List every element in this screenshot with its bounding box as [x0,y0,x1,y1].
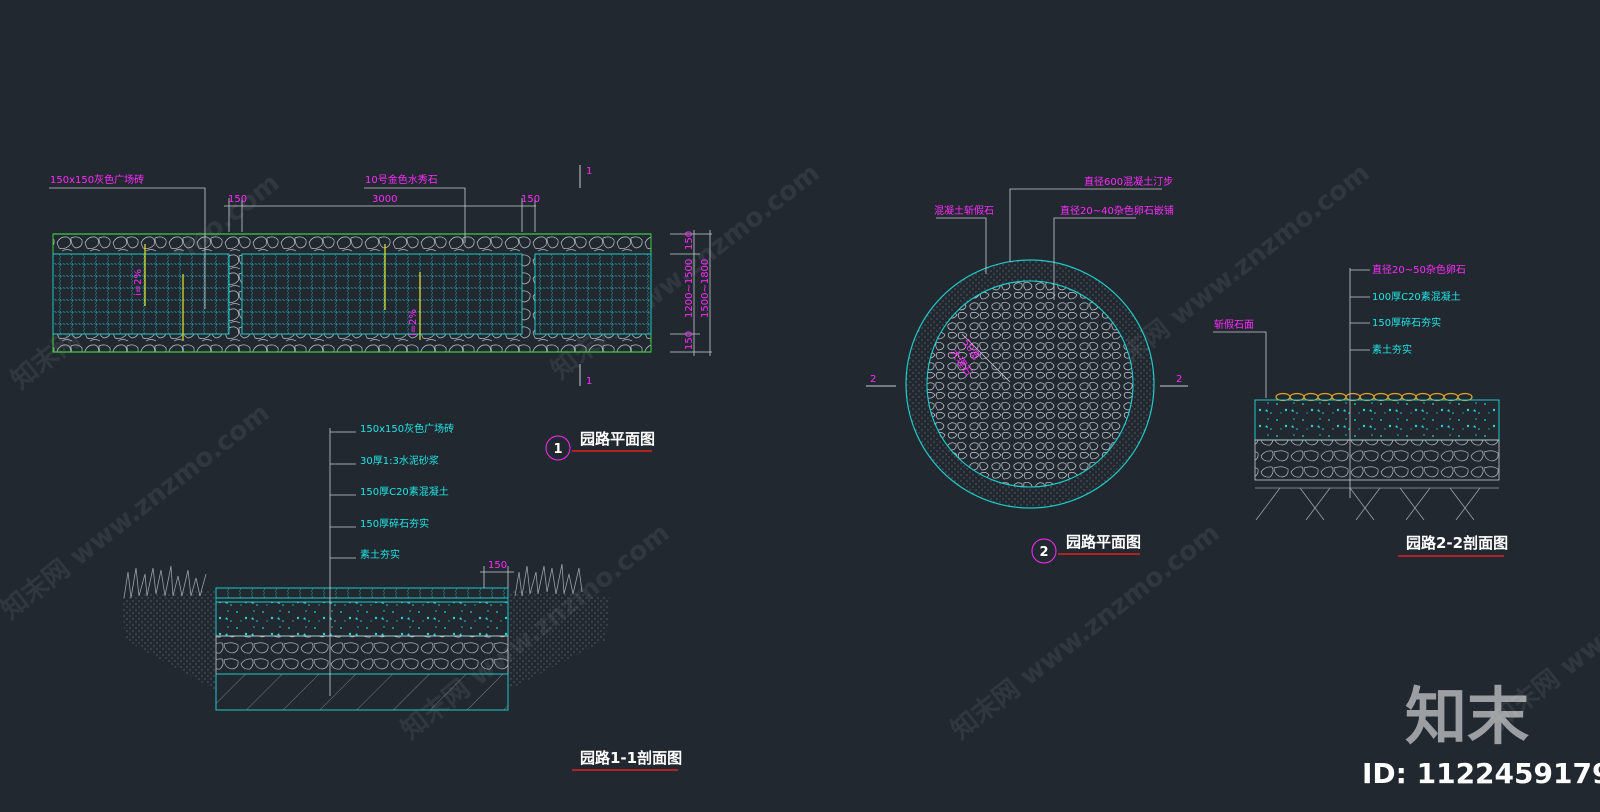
dimension-top [224,198,536,232]
ground-left [122,590,216,690]
layer-label: 素土夯实 [1372,343,1412,356]
layer-tile [215,587,509,599]
layer-gravel [1254,439,1500,481]
title-number: 1 [553,442,562,457]
callout-faux: 混凝土斩假石 [934,204,994,217]
callout-tile: 150x150灰色广场砖 [50,173,144,186]
ground-right [508,590,610,690]
title-number-circle [545,435,571,461]
layer-concrete [1254,399,1500,441]
dimension-edge [480,566,514,588]
dim-v-total: 1500~1800 [700,259,711,318]
section22-title: 园路2-2剖面图 [1406,534,1508,552]
section11-title: 园路1-1剖面图 [580,749,682,767]
section22-drawing: 直径20~50杂色卵石 100厚C20素混凝土 150厚碎石夯实 素土夯实 斩假… [1213,263,1508,557]
layer-label: 150厚C20素混凝土 [360,485,449,498]
dim-edge: 150 [488,560,507,571]
dim-3000: 3000 [372,194,397,205]
tile-panel-right [534,253,652,335]
title-number: 2 [1039,545,1048,560]
section11-drawing: 150x150灰色广场砖 30厚1:3水泥砂浆 150厚C20素混凝土 150厚… [122,422,682,771]
leader-line [1009,188,1162,262]
leader-ticks [330,431,356,559]
layer-mortar [215,597,509,603]
callout-pebble: 直径20~40杂色卵石嵌铺 [1060,204,1174,217]
dim-150-right: 150 [521,194,540,205]
dim-v-bot: 150 [684,331,695,350]
title-number-circle [1031,538,1057,564]
plan1-title: 园路平面图 [580,430,655,448]
leader-line [49,187,206,309]
layer-label: 150厚碎石夯实 [360,517,429,530]
section-marker-label: 1 [586,376,592,387]
section-mark-right: 2 [1176,374,1182,385]
dim-v-top: 150 [684,231,695,250]
leader-line [1213,331,1267,398]
leader-line [936,217,987,274]
dim-v-mid: 1200~1500 [684,259,695,318]
section-marker-label: 1 [586,166,592,177]
inner-leader [961,333,1011,383]
tile-panel-left [52,253,230,335]
layer-label: 30厚1:3水泥砂浆 [360,454,439,467]
dim-150-left: 150 [228,194,247,205]
slope-label: i=2% [133,269,144,296]
layer-label: 素土夯实 [360,548,400,561]
layer-concrete [215,601,509,637]
callout-faux: 斩假石面 [1214,318,1254,331]
grass-right [514,563,583,597]
layer-label: 100厚C20素混凝土 [1372,290,1461,303]
leader-line [1053,217,1136,300]
brand-logo: 知末 [1405,680,1529,753]
tile-panel-middle [241,253,523,335]
layer-soil-hatch [1255,487,1499,521]
layer-soil [215,673,509,711]
section-mark-left: 2 [870,374,876,385]
layer-label: 直径20~50杂色卵石 [1372,263,1466,276]
callout-stone: 10号金色水秀石 [365,173,438,186]
pebble-row [1275,392,1473,402]
plan1-drawing: i=2% i=2% 150x150灰色广场砖 10号金色水秀石 150 3000… [49,165,712,461]
leader-ticks [1350,269,1370,351]
grass-left [123,565,207,599]
callout-stepping: 直径600混凝土汀步 [1084,175,1173,188]
layer-label: 150x150灰色广场砖 [360,422,454,435]
plan2-title: 园路平面图 [1066,533,1141,551]
layer-gravel [215,635,509,675]
watermark-text: 知末网 www.znzmo.com [946,518,1226,746]
layer-label: 150厚碎石夯实 [1372,316,1441,329]
leader-line [364,187,466,243]
image-id: ID: 1122459179 [1362,757,1600,790]
inner-disc-pebbles [926,280,1134,488]
slope-label: i=2% [408,309,419,336]
dimension-right [670,230,712,356]
plan2-drawing: 50宽 大理石 直径600混凝土汀步 混凝土斩假石 直径20~40杂色卵石嵌铺 … [866,175,1188,564]
